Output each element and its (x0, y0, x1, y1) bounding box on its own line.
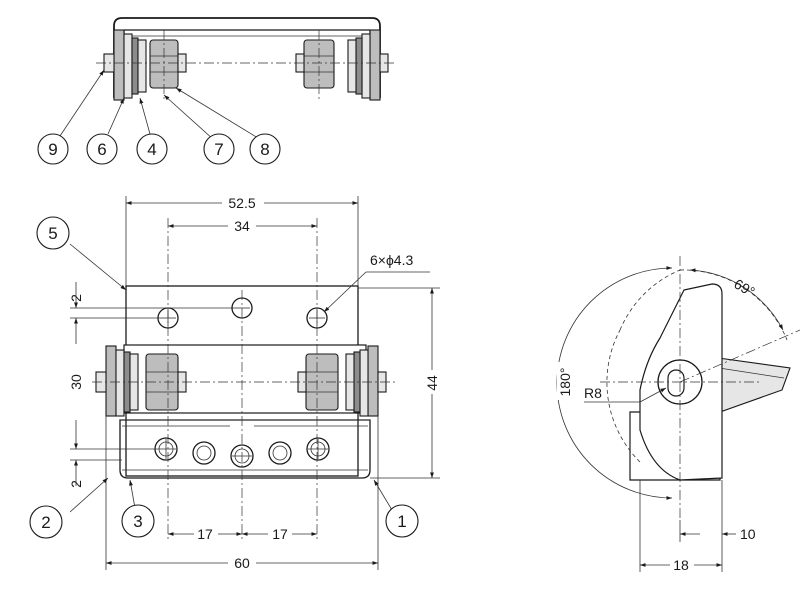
dim-2-bottom: 2 (68, 480, 84, 488)
dim-10: 10 (740, 526, 756, 542)
dim-r8: R8 (584, 385, 602, 401)
lower-leaf (119, 419, 371, 479)
svg-text:8: 8 (260, 140, 269, 159)
dim-17-right: 17 (272, 526, 288, 542)
svg-text:9: 9 (48, 140, 57, 159)
dim-34: 34 (234, 218, 250, 234)
svg-text:1: 1 (397, 512, 406, 531)
balloon-1: 1 (385, 504, 419, 538)
balloon-9: 9 (37, 133, 69, 165)
svg-text:7: 7 (214, 140, 223, 159)
hole-lower-4 (268, 441, 292, 465)
balloon-4: 4 (136, 133, 168, 165)
dim-17-left: 17 (197, 526, 213, 542)
dim-180: 180° (557, 368, 573, 397)
balloon-5: 5 (36, 216, 70, 250)
dim-2-top: 2 (68, 294, 84, 302)
dim-holes: 6×ϕ4.3 (370, 252, 413, 268)
balloon-6: 6 (86, 133, 118, 165)
svg-text:2: 2 (41, 513, 50, 532)
svg-text:5: 5 (48, 224, 57, 243)
dim-44: 44 (424, 375, 440, 391)
balloon-3: 3 (121, 504, 155, 538)
dim-18: 18 (673, 557, 689, 573)
balloon-7: 7 (203, 133, 235, 165)
side-view: R8 180° 69° 10 18 (556, 256, 800, 573)
dim-60: 60 (234, 555, 250, 571)
hole-lower-2 (192, 441, 216, 465)
svg-text:4: 4 (147, 140, 156, 159)
top-view (59, 17, 394, 141)
front-view: 52.5 34 6×ϕ4.3 2 30 2 44 17 17 (68, 194, 440, 571)
hole-lower-right (306, 437, 330, 461)
dim-52-5: 52.5 (228, 195, 255, 211)
svg-text:6: 6 (97, 140, 106, 159)
balloon-8: 8 (249, 133, 281, 165)
svg-text:3: 3 (133, 512, 142, 531)
balloon-2: 2 (29, 505, 63, 539)
top-bracket (113, 17, 381, 98)
dim-30: 30 (68, 374, 84, 390)
dim-69: 69° (731, 275, 757, 299)
